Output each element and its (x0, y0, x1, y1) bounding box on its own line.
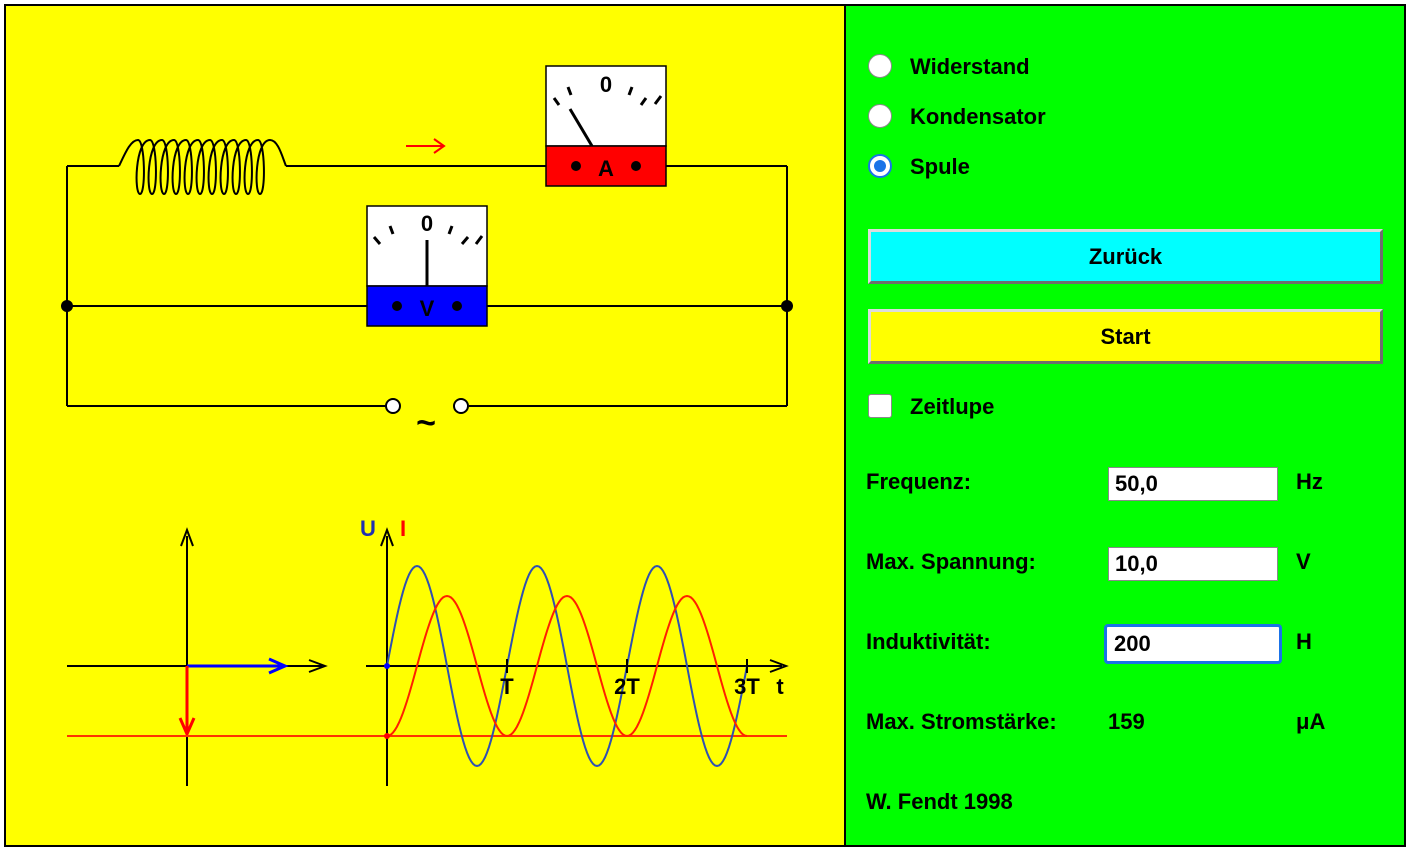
frequency-unit: Hz (1296, 469, 1323, 494)
ammeter-symbol: A (598, 156, 614, 181)
radio-label-spule: Spule (910, 154, 970, 179)
radio-kondensator[interactable] (868, 104, 892, 128)
graph-tick-2t: 2T (614, 674, 640, 699)
radio-spule[interactable] (868, 154, 892, 178)
simulation-canvas: ~ 0 A (6, 6, 846, 845)
ammeter-zero-label: 0 (600, 72, 612, 97)
slow-motion-checkbox[interactable] (868, 394, 892, 418)
graph-tick-t: T (500, 674, 514, 699)
app-window: ~ 0 A (4, 4, 1406, 847)
graph-label-i: I (400, 516, 406, 541)
radio-widerstand[interactable] (868, 54, 892, 78)
inductance-label: Induktivität: (866, 629, 991, 654)
inductance-unit: H (1296, 629, 1312, 654)
frequency-input[interactable] (1108, 467, 1278, 501)
frequency-label: Frequenz: (866, 469, 972, 494)
current-direction-arrow-icon (406, 138, 446, 154)
graph-label-u: U (360, 516, 376, 541)
max-voltage-label: Max. Spannung: (866, 549, 1036, 574)
source-terminal-left (385, 398, 401, 414)
junction-left (61, 300, 73, 312)
slow-motion-label: Zeitlupe (910, 394, 995, 419)
radio-label-widerstand: Widerstand (910, 54, 1030, 79)
max-voltage-unit: V (1296, 549, 1311, 574)
ammeter-needle (568, 108, 594, 147)
control-panel: Widerstand Kondensator Spule Zurück Star… (846, 6, 1404, 845)
phasor-diagram (67, 527, 328, 786)
max-current-label: Max. Stromstärke: (866, 709, 1057, 734)
graph-tick-3t: 3T (734, 674, 760, 699)
voltmeter: 0 V (366, 205, 488, 327)
max-current-value: 159 (1108, 709, 1145, 734)
voltmeter-zero-label: 0 (421, 211, 433, 236)
max-voltage-input[interactable] (1108, 547, 1278, 581)
circuit-diagram: ~ 0 A (61, 65, 793, 786)
credit-text: W. Fendt 1998 (866, 789, 1013, 814)
circuit-wires (66, 165, 788, 407)
junction-right (781, 300, 793, 312)
back-button[interactable]: Zurück (868, 229, 1383, 284)
max-current-unit: μA (1296, 709, 1326, 734)
ammeter: 0 A (545, 65, 667, 187)
current-curve (386, 594, 748, 738)
radio-label-kondensator: Kondensator (910, 104, 1046, 129)
ammeter-scale-ticks (552, 86, 663, 106)
source-terminal-right (453, 398, 469, 414)
voltmeter-scale-ticks (372, 225, 484, 245)
coil-icon (118, 138, 287, 196)
ac-source-symbol: ~ (416, 404, 436, 442)
time-graph: U I T 2T 3T t (67, 516, 789, 786)
inductance-input[interactable] (1104, 624, 1282, 664)
start-button[interactable]: Start (868, 309, 1383, 364)
graph-axis-t: t (776, 674, 784, 699)
voltmeter-symbol: V (420, 296, 435, 321)
voltage-curve (386, 564, 748, 768)
